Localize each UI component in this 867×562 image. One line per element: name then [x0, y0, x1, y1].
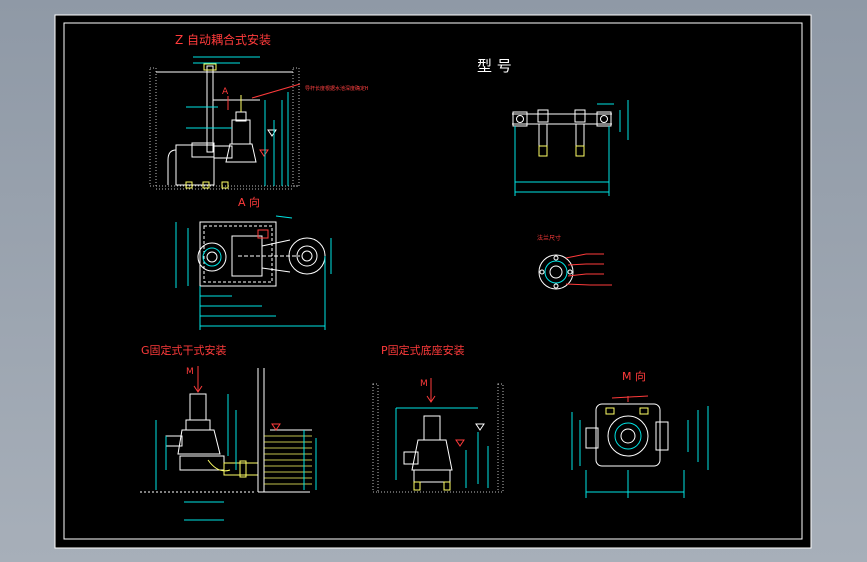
- title-a-view: A 向: [238, 195, 260, 209]
- flange-drawing: [538, 253, 612, 290]
- p-install-drawing: M: [372, 378, 504, 493]
- a-view-drawing: [175, 215, 332, 330]
- marker-m-p: M: [420, 379, 428, 389]
- title-flange-size: 法兰尺寸: [537, 234, 561, 242]
- inner-frame: [63, 22, 803, 540]
- marker-m-g: M: [186, 367, 194, 377]
- rail-note: 导杆长度根据水池深度确定H: [305, 85, 368, 92]
- title-z-install: Z 自动耦合式安装: [175, 32, 271, 47]
- g-install-drawing: M: [140, 366, 317, 521]
- title-p-install: P固定式底座安装: [381, 343, 465, 357]
- title-m-view: M 向: [622, 369, 646, 383]
- outer-frame: [54, 14, 812, 549]
- title-model: 型 号: [477, 57, 512, 75]
- title-g-install: G固定式干式安装: [141, 343, 227, 357]
- model-drawing: [512, 100, 629, 196]
- m-view-drawing: [571, 395, 709, 498]
- z-install-drawing: A 导杆长度根据水池深度确定H: [149, 56, 368, 190]
- marker-a: A: [222, 87, 229, 97]
